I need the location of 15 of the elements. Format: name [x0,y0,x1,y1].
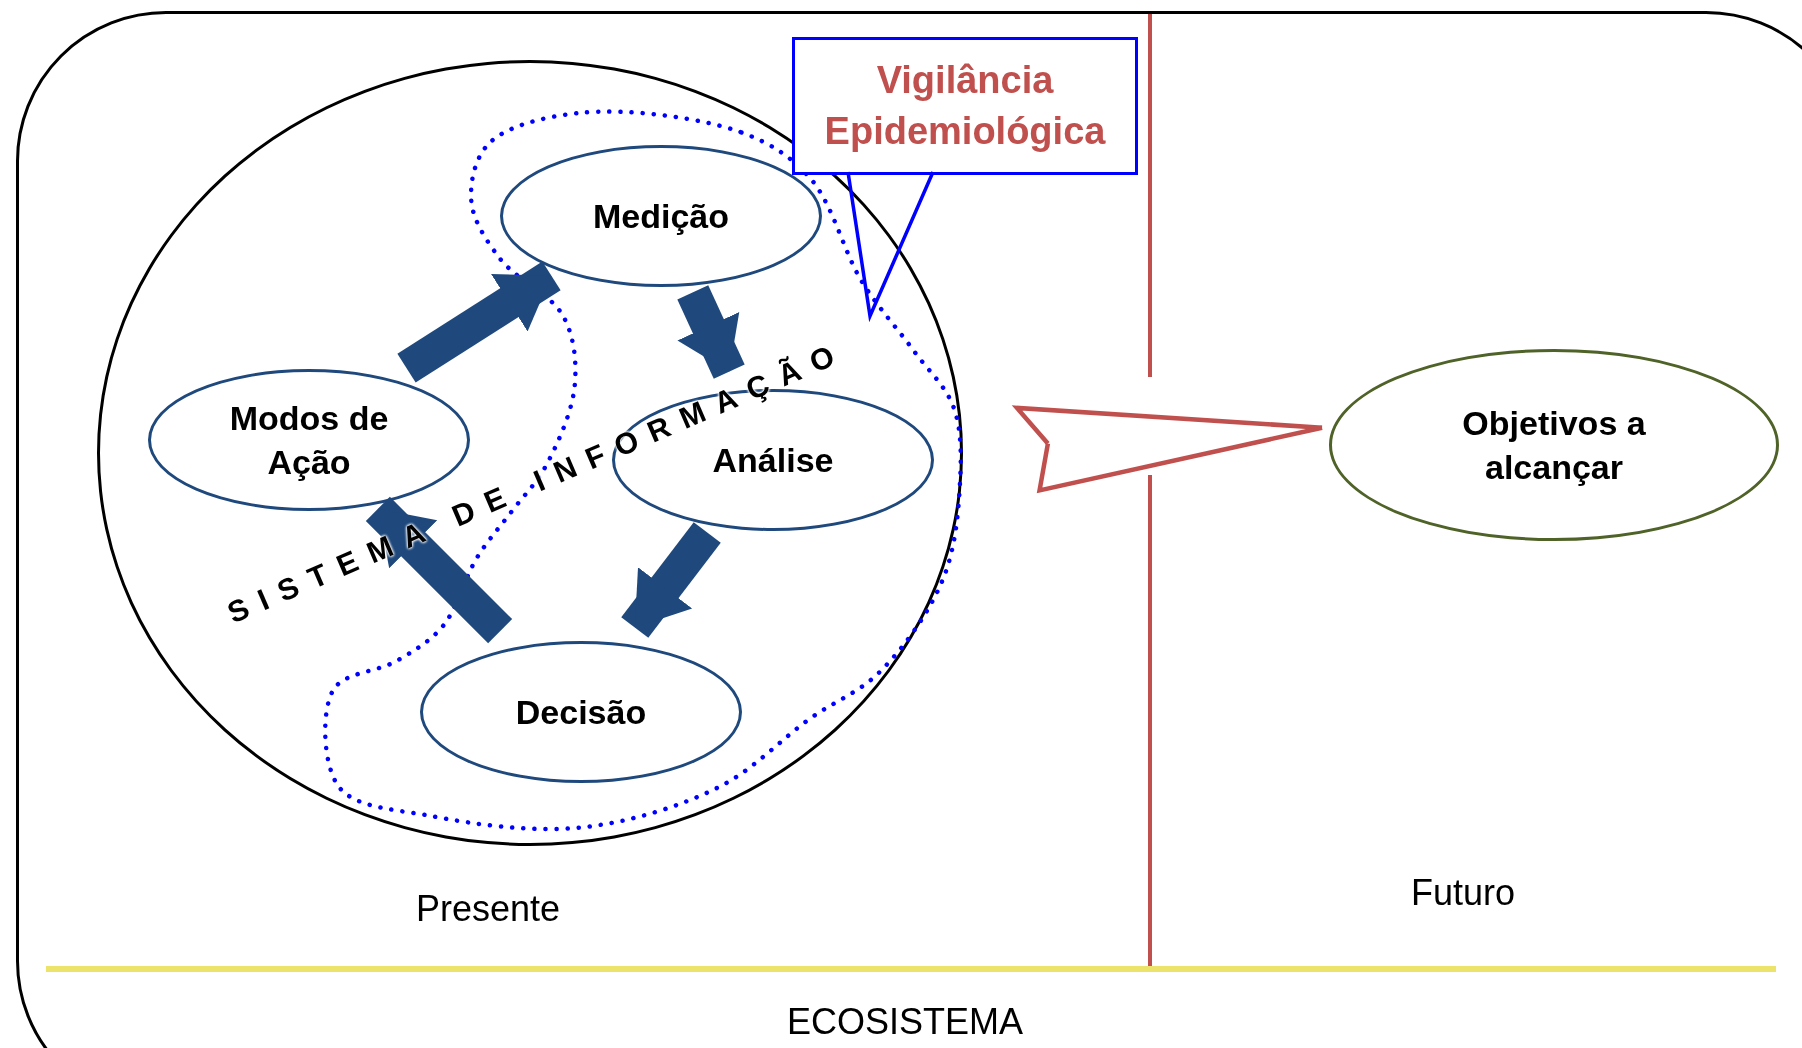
callout-text: Vigilância Epidemiológica [823,57,1107,154]
block-arrow [621,522,721,638]
node-label: Modos de Ação [228,397,390,483]
ecosystem-panel [16,11,1802,1048]
callout-box [792,37,1138,175]
region-label: Presente [415,888,561,930]
block-arrow [365,496,513,644]
region-label: Futuro [1411,872,1515,914]
block-arrow [397,261,561,383]
region-label: ECOSISTEMA [787,1001,1023,1043]
arrow [1011,405,1325,493]
block-arrow [677,285,745,379]
node-label: Medição [592,195,729,237]
node-label: Decisão [515,691,647,733]
node-label: Objetivos a alcançar [1461,402,1647,488]
